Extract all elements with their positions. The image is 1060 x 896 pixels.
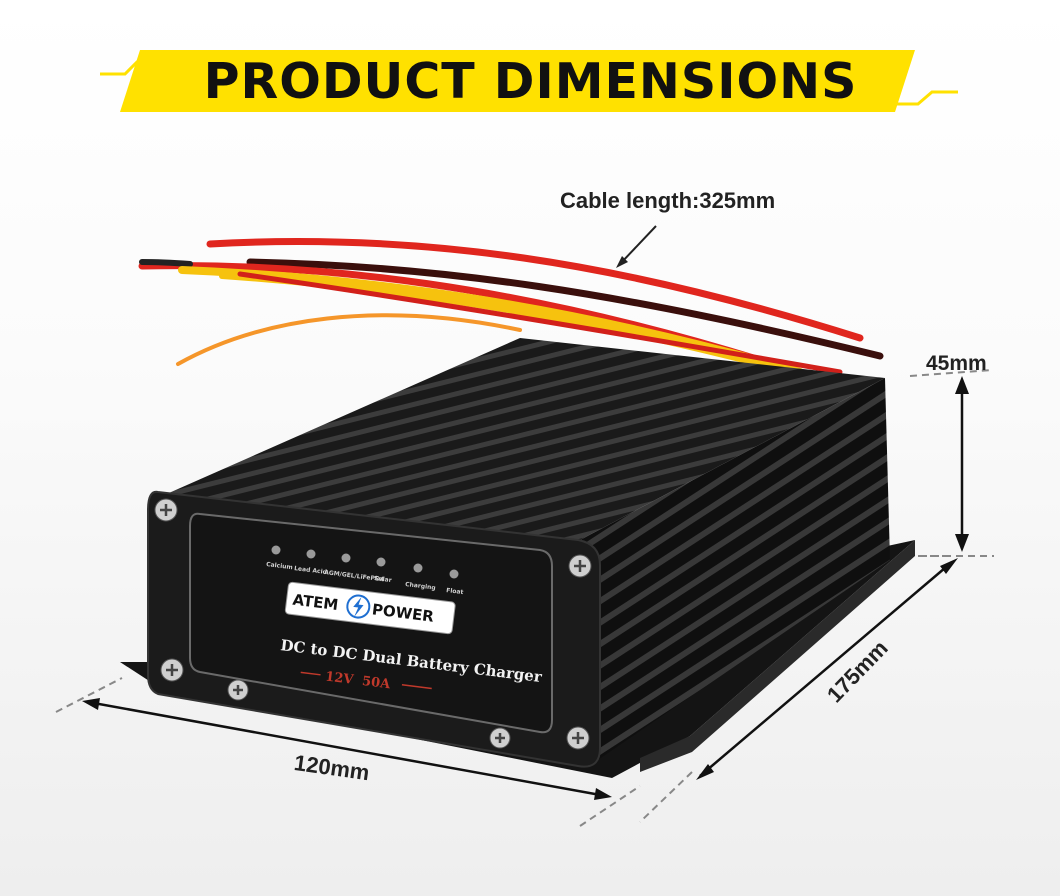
cable-length-label: Cable length:325mm (560, 188, 776, 213)
brand-logo: ATEM POWER (284, 581, 456, 635)
width-guide-right (579, 785, 641, 827)
dimension-lines (55, 225, 994, 827)
page-title: PRODUCT DIMENSIONS (203, 52, 858, 110)
indicator-leds (271, 545, 459, 579)
depth-arrow (699, 561, 953, 777)
width-arrow (87, 700, 607, 798)
indicator-label-lead-acid: Lead Acid (294, 565, 327, 576)
title-banner: PRODUCT DIMENSIONS (0, 0, 1060, 140)
housing-side-fins (580, 378, 890, 760)
flange-screw-right (489, 727, 511, 749)
lightning-icon (346, 594, 371, 619)
led-calcium (271, 545, 281, 555)
led-lead-acid (306, 549, 316, 559)
housing-top-fins (153, 338, 885, 540)
banner-shape (100, 50, 958, 112)
width-guide-left (55, 677, 123, 713)
screw-bottom-right (566, 726, 590, 750)
led-float (449, 569, 459, 579)
flange-edge (640, 540, 915, 772)
led-agm (341, 553, 351, 563)
height-guide-top (909, 369, 993, 377)
led-charging (413, 563, 423, 573)
wire-tip (139, 259, 193, 267)
red-wire-top (206, 237, 864, 342)
screw-bottom-left (160, 658, 184, 682)
led-solar (376, 557, 386, 567)
indicator-label-float: Float (446, 587, 464, 596)
indicator-label-solar: Solar (374, 575, 392, 584)
indicator-label-charging: Charging (405, 581, 436, 592)
rating-bar: 12V 50A (300, 669, 432, 692)
depth-guide-front (639, 771, 693, 823)
flange-screw-left (227, 679, 249, 701)
banner-accent-right (860, 90, 958, 106)
screw-top-right (568, 554, 592, 578)
black-wire (246, 258, 884, 360)
banner-background (120, 50, 915, 112)
screw-top-left (154, 498, 178, 522)
current-rating: 50A (361, 674, 392, 692)
brand-left: ATEM (292, 591, 340, 614)
red-wire-lower (237, 271, 843, 375)
banner-accent-left (100, 60, 200, 76)
height-label: 45mm (926, 352, 987, 375)
indicator-label-calcium: Calcium (266, 561, 293, 571)
cable-bundle (138, 237, 884, 383)
voltage-rating: 12V (324, 669, 355, 687)
cable-length-pointer (619, 225, 657, 265)
orange-wire (176, 313, 522, 366)
